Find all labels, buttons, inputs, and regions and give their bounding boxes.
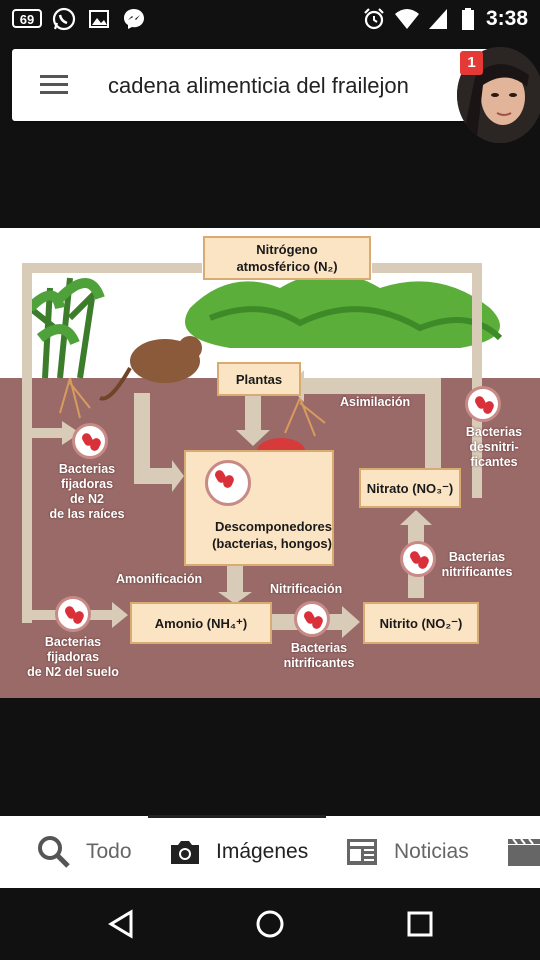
search-bar[interactable]: cadena alimenticia del frailejon [12, 49, 499, 121]
caption-strip [0, 785, 540, 815]
search-query[interactable]: cadena alimenticia del frailejon [108, 73, 409, 98]
notification-count-icon: 69 [12, 7, 42, 31]
roots-icon [59, 377, 326, 437]
amonio-box: Amonio (NH₄⁺) [130, 602, 272, 644]
bacteria-icon [205, 460, 251, 506]
plantas-box: Plantas [217, 362, 301, 396]
home-icon[interactable] [255, 909, 285, 939]
nitrificacion-label: Nitrificación [270, 582, 343, 596]
result-image[interactable]: Nitrógeno atmosférico (N₂) Plantas Asimi… [0, 228, 540, 698]
back-icon[interactable] [106, 909, 136, 939]
plant-icon [26, 277, 105, 379]
leaf-icon [185, 273, 503, 348]
recents-icon[interactable] [405, 909, 435, 939]
camera-icon [171, 841, 199, 864]
clock: 3:38 [485, 7, 528, 30]
bacteria-icon [294, 601, 330, 637]
bacteria-icon [465, 386, 501, 422]
active-tab-indicator [148, 815, 326, 818]
svg-text:69: 69 [20, 12, 34, 27]
navigation-bar [0, 888, 540, 960]
tab-todo[interactable]: Todo [36, 816, 132, 888]
wifi-icon [394, 7, 420, 31]
status-bar: 69 3:38 [0, 0, 540, 38]
notification-badge: 1 [460, 51, 483, 75]
nitrito-box: Nitrito (NO₂⁻) [363, 602, 479, 644]
bacteria-icon [400, 541, 436, 577]
tab-imagenes[interactable]: Imágenes [168, 816, 308, 888]
gallery-icon [88, 7, 110, 31]
amonificacion-label: Amonificación [116, 572, 203, 586]
video-icon [508, 838, 540, 866]
asimilacion-label: Asimilación [340, 395, 411, 409]
bacteria-icon [72, 423, 108, 459]
messenger-icon [122, 7, 146, 31]
nitrato-box: Nitrato (NO₃⁻) [359, 468, 461, 508]
news-icon [347, 839, 377, 865]
animal-icon [99, 336, 202, 401]
battery-icon [461, 7, 475, 31]
nitrogen-box: Nitrógeno atmosférico (N₂) [203, 236, 371, 280]
search-tabs: Todo Imágenes Noticias [0, 816, 540, 888]
search-icon [38, 836, 70, 868]
descomponedores-box: Descomponedores (bacterias, hongos) [184, 450, 334, 566]
signal-icon [427, 7, 449, 31]
menu-icon[interactable] [40, 75, 68, 95]
whatsapp-icon [52, 7, 76, 31]
bacteria-icon [55, 596, 91, 632]
tab-noticias[interactable]: Noticias [346, 816, 469, 888]
alarm-icon [362, 7, 386, 31]
tab-videos[interactable] [507, 816, 540, 888]
